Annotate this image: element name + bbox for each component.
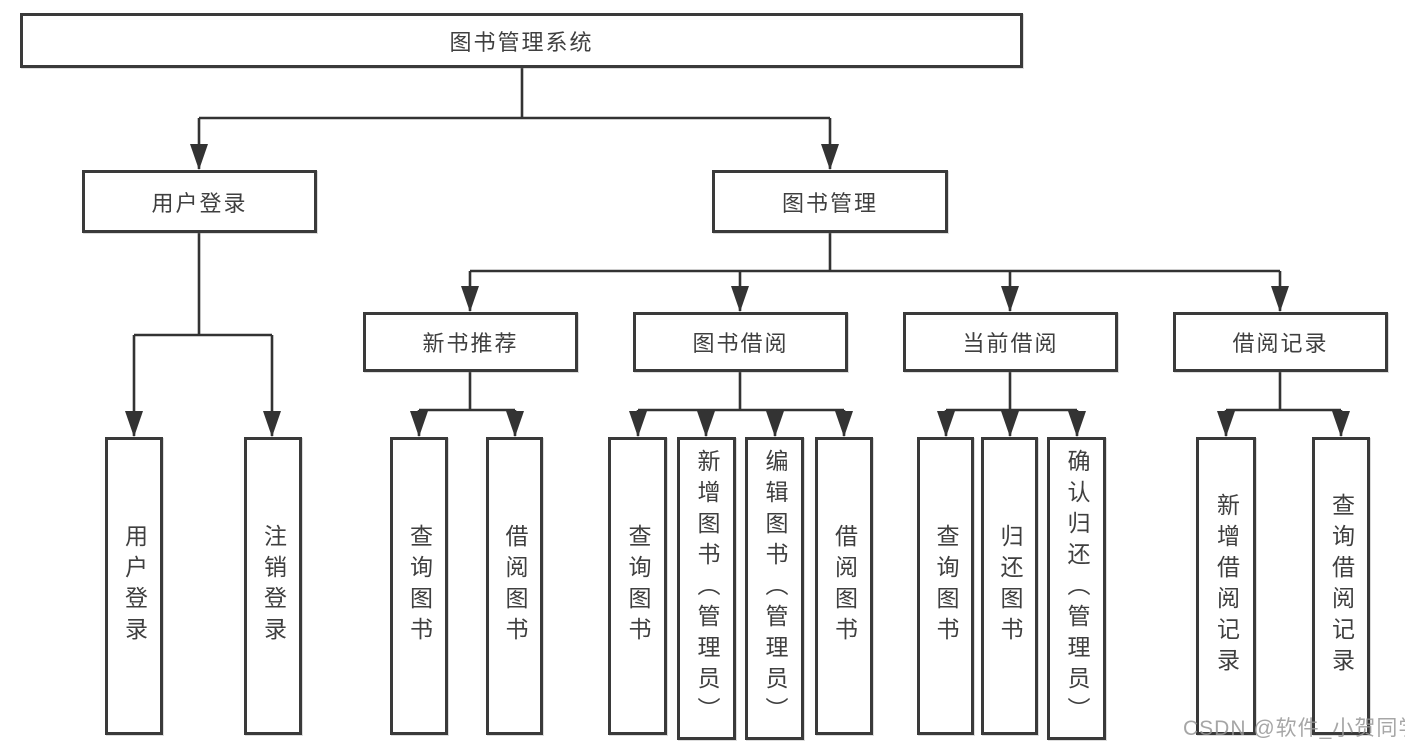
node-label: 图书管理: [781, 190, 878, 216]
node-label: 新书推荐: [422, 331, 519, 356]
node-query-borrow-record: 查询借阅记录: [1312, 437, 1370, 735]
node-label: 借阅图书: [502, 524, 528, 648]
node-label: 图书借阅: [692, 331, 789, 356]
node-label: 确认归还（管理员）: [1064, 449, 1090, 728]
node-label: 图书管理系统: [449, 29, 594, 55]
node-label: 借阅图书: [831, 524, 858, 648]
node-borrowing-records: 借阅记录: [1173, 312, 1388, 372]
node-add-books-admin: 新增图书（管理员）: [677, 437, 736, 740]
node-label: 借阅记录: [1232, 331, 1329, 356]
csdn-watermark: CSDN @软件_小贺同学: [1183, 717, 1405, 740]
node-label: 查询借阅记录: [1328, 493, 1355, 679]
node-label: 新增借阅记录: [1213, 493, 1240, 679]
node-return-books: 归还图书: [981, 437, 1038, 735]
node-book-management: 图书管理: [712, 170, 948, 233]
node-query-books-1: 查询图书: [390, 437, 448, 735]
node-add-borrow-record: 新增借阅记录: [1196, 437, 1256, 735]
node-borrow-books-1: 借阅图书: [486, 437, 543, 735]
node-label: 查询图书: [625, 524, 651, 648]
node-label: 归还图书: [997, 524, 1023, 648]
node-label: 新增图书（管理员）: [694, 449, 720, 728]
node-query-books-3: 查询图书: [917, 437, 974, 735]
node-logout: 注销登录: [244, 437, 302, 735]
node-label: 用户登录: [151, 190, 248, 216]
node-label: 编辑图书（管理员）: [762, 449, 788, 728]
node-book-borrowing: 图书借阅: [633, 312, 848, 372]
node-label: 查询图书: [406, 524, 433, 648]
node-user-login: 用户登录: [82, 170, 317, 233]
node-label: 查询图书: [933, 524, 959, 648]
node-current-borrowing: 当前借阅: [903, 312, 1118, 372]
node-borrow-books-2: 借阅图书: [815, 437, 873, 735]
node-new-book-recommendation: 新书推荐: [363, 312, 578, 372]
node-label: 用户登录: [121, 524, 148, 648]
node-library-management-system: 图书管理系统: [20, 13, 1023, 68]
node-edit-books-admin: 编辑图书（管理员）: [745, 437, 804, 740]
node-user-login-leaf: 用户登录: [105, 437, 163, 735]
node-label: 当前借阅: [962, 331, 1059, 356]
node-label: 注销登录: [260, 524, 287, 648]
node-query-books-2: 查询图书: [608, 437, 667, 735]
node-confirm-return-admin: 确认归还（管理员）: [1047, 437, 1106, 740]
